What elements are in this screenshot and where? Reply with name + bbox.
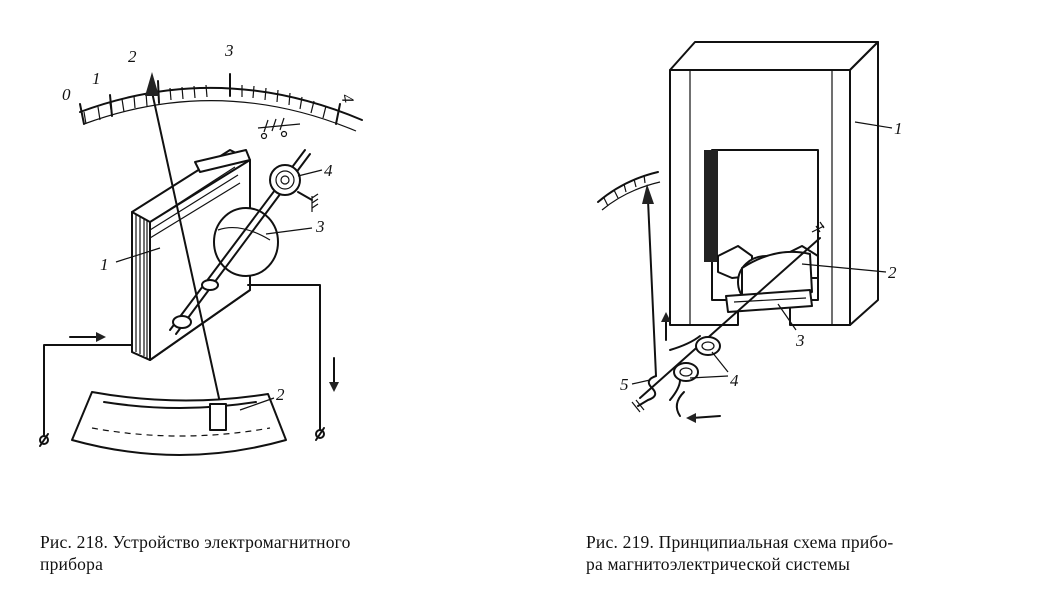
scale-label-4: 4 xyxy=(337,92,357,104)
pointer xyxy=(151,91,223,413)
magnetoelectric-instrument-drawing: 1 2 3 4 5 xyxy=(597,41,903,423)
scale-label-0: 0 xyxy=(62,85,71,104)
part-label-4: 4 xyxy=(324,161,333,180)
scale-arc xyxy=(79,86,363,121)
spiral-spring xyxy=(269,164,301,196)
part-label-5-219: 5 xyxy=(620,375,629,394)
current-arrow-left xyxy=(691,415,721,419)
spiral-springs xyxy=(673,336,721,382)
part-label-4-219: 4 xyxy=(730,371,739,390)
scale-inner-arc xyxy=(83,100,357,132)
caption-line-1: Рис. 219. Принципиальная схема прибо- xyxy=(586,532,894,552)
part-label-2-219: 2 xyxy=(888,263,897,282)
figure-219: 1 2 3 4 5 Рис. 219. Принципиальная схема… xyxy=(520,0,1037,612)
scale-label-1: 1 xyxy=(92,69,101,88)
scale-arc-219 xyxy=(597,171,659,203)
pointer-tip xyxy=(145,72,159,96)
caption-line-2: ра магнитоэлектрической системы xyxy=(586,554,851,574)
pole-piece-hatch xyxy=(704,150,718,262)
scale-ticks xyxy=(83,84,327,125)
caption-line-2: прибора xyxy=(40,554,104,574)
scale-label-3: 3 xyxy=(224,41,234,60)
figure-219-caption: Рис. 219. Принципиальная схема прибо- ра… xyxy=(586,531,1026,575)
figure-218: 0 1 2 3 4 xyxy=(39,41,500,575)
vane-disk xyxy=(213,207,279,277)
pointer-219 xyxy=(647,199,657,377)
scale-label-2: 2 xyxy=(128,47,137,66)
wire-right xyxy=(247,284,321,431)
wire-left xyxy=(43,344,133,436)
caption-line-1: Рис. 218. Устройство электромагнитного xyxy=(40,532,351,552)
scale-major-ticks xyxy=(79,73,341,125)
pointer-tip-219 xyxy=(642,184,654,204)
coil-axle xyxy=(639,237,821,399)
zero-corrector-symbol xyxy=(257,117,301,140)
damper-chamber xyxy=(71,391,287,456)
electromagnetic-instrument-drawing: 0 1 2 3 4 xyxy=(39,41,363,456)
figure-218-caption: Рис. 218. Устройство электромагнитного п… xyxy=(40,531,500,575)
part-label-2: 2 xyxy=(276,385,285,404)
part-label-1-219: 1 xyxy=(894,119,903,138)
coil-stack xyxy=(131,149,251,361)
part-label-3: 3 xyxy=(315,217,325,236)
axle-bearing xyxy=(172,315,192,329)
damper-vane xyxy=(209,403,227,431)
permanent-magnet xyxy=(669,41,879,326)
current-lead xyxy=(637,375,657,407)
part-label-1: 1 xyxy=(100,255,109,274)
part-label-3-219: 3 xyxy=(795,331,805,350)
